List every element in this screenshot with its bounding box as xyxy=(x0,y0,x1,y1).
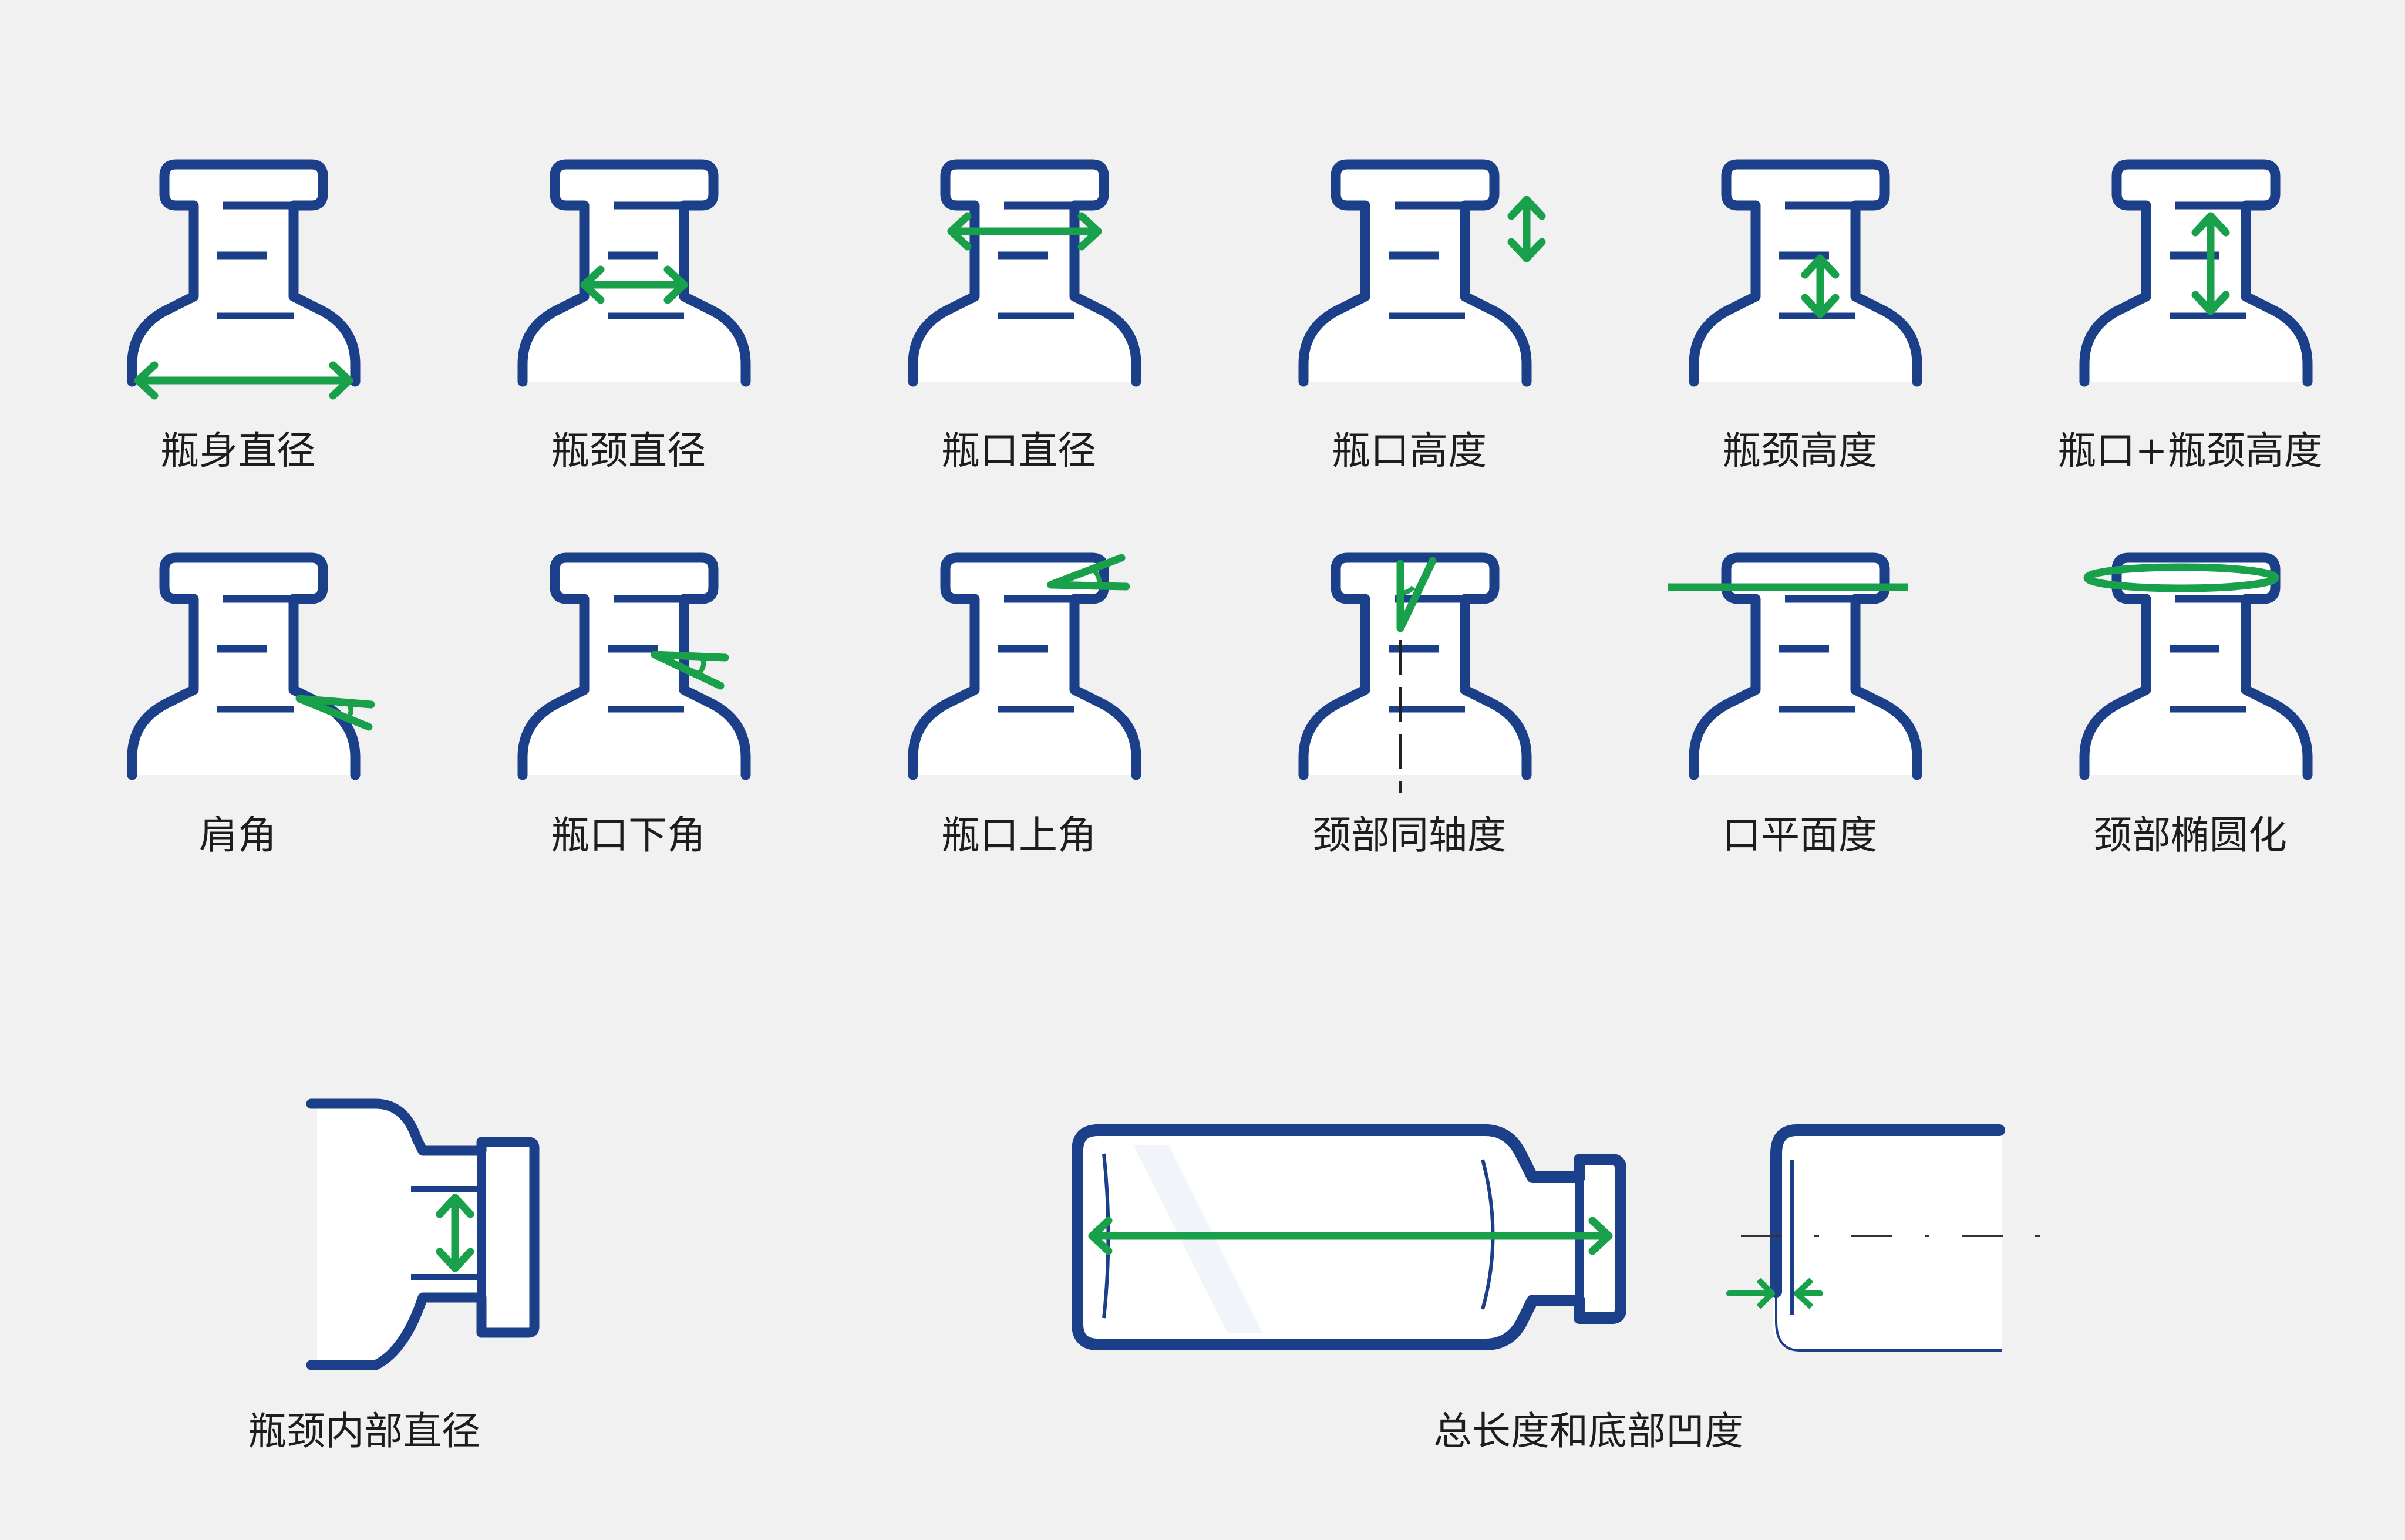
mouth-height-arrow-icon xyxy=(1507,196,1546,262)
vial-neck-outline-icon xyxy=(132,164,355,382)
label-mouth-upper-angle: 瓶口上角 xyxy=(941,813,1096,858)
vial-diagram-row2-5 xyxy=(1668,558,1917,775)
bottom-concavity-detail xyxy=(1726,1124,2061,1352)
vial-neck-outline-icon xyxy=(523,558,746,775)
label-neck-diameter-arrow: 瓶颈直径 xyxy=(551,428,706,473)
vial-neck-outline-icon xyxy=(913,558,1136,775)
total-length-arrow-icon xyxy=(1088,1217,1613,1255)
bottom-diagrams xyxy=(306,1098,2061,1370)
label-mouth-neck-height-arrow: 瓶口+瓶颈高度 xyxy=(2057,428,2323,473)
mouth-upper-angle-icon xyxy=(1047,554,1130,591)
label-neck-coaxiality: 颈部同轴度 xyxy=(1312,813,1506,858)
label-total-length: 总长度和底部凹度 xyxy=(1433,1408,1743,1454)
mouth-lower-angle-icon xyxy=(651,651,729,690)
vial-diagram-row2-6 xyxy=(2084,558,2308,775)
label-mouth-height-arrow: 瓶口高度 xyxy=(1332,428,1487,473)
vial-neck-outline-icon xyxy=(1303,164,1527,382)
bottom-concavity-arrow-icon xyxy=(1726,1278,1823,1309)
vial-diagram-row2-4 xyxy=(1303,558,1527,793)
label-body-diameter-arrow: 瓶身直径 xyxy=(160,428,315,473)
body-diameter-arrow-icon xyxy=(134,361,353,400)
neck-ovality-icon xyxy=(2083,563,2279,592)
vial-diagram-row1-5 xyxy=(1694,164,1917,382)
label-mouth-diameter-arrow: 瓶口直径 xyxy=(941,428,1096,473)
neck-diameter-arrow-icon xyxy=(580,265,688,304)
mouth-neck-height-arrow-icon xyxy=(2191,212,2230,315)
vial-neck-outline-icon xyxy=(913,164,1136,382)
vial-neck-outline-icon xyxy=(132,558,355,775)
label-neck-height-arrow: 瓶颈高度 xyxy=(1722,428,1877,473)
label-mouth-flatness: 口平面度 xyxy=(1722,813,1877,858)
vial-diagram-row1-2 xyxy=(523,164,746,382)
label-neck-inner-diameter: 瓶颈内部直径 xyxy=(248,1408,480,1454)
shoulder-angle-icon xyxy=(295,695,375,731)
neck-inner-diameter-diagram xyxy=(306,1098,540,1370)
neck-inner-diameter-arrow-icon xyxy=(436,1194,474,1272)
vial-diagram-row2-3 xyxy=(913,558,1136,775)
vial-diagram-row1-4 xyxy=(1303,164,1546,382)
neck-height-arrow-icon xyxy=(1801,254,1840,318)
vial-neck-outline-icon xyxy=(2084,164,2308,382)
vial-diagram-row2-2 xyxy=(523,558,746,775)
vial-diagram-row2-1 xyxy=(132,558,375,775)
label-mouth-lower-angle: 瓶口下角 xyxy=(551,813,706,858)
vial-diagram-row1-3 xyxy=(913,164,1136,382)
label-shoulder-angle: 肩角 xyxy=(199,813,277,858)
vial-diagram-row1-6 xyxy=(2084,164,2308,382)
vial-neck-outline-icon xyxy=(523,164,746,382)
row-2-diagrams xyxy=(132,558,2308,793)
mouth-diameter-arrow-icon xyxy=(947,212,1102,251)
label-neck-ovality: 颈部椭圆化 xyxy=(2093,813,2287,858)
neck-coaxiality-icon xyxy=(1396,557,1437,793)
total-length-diagram xyxy=(1072,1124,1626,1350)
vial-diagram-row1-1 xyxy=(132,164,355,400)
row-1-diagrams xyxy=(132,164,2308,400)
